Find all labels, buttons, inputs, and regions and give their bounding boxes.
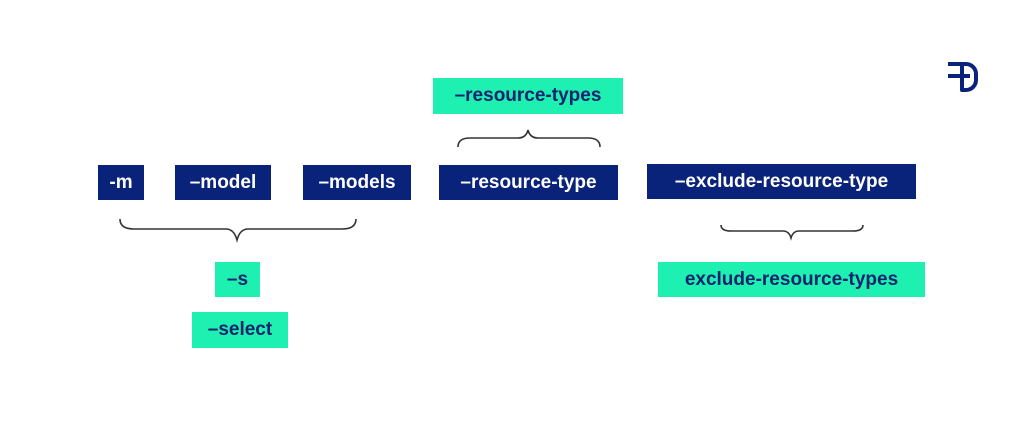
alias-resource-types: –resource-types (433, 78, 623, 114)
flag-model: –model (175, 165, 271, 200)
brace-model-group (119, 218, 357, 244)
flag-models: –models (303, 165, 411, 200)
alias-select: –select (192, 312, 288, 348)
alias-exclude-resource-types: exclude-resource-types (658, 262, 925, 297)
flag-exclude-resource-type: –exclude-resource-type (647, 164, 916, 199)
alias-s: –s (215, 262, 260, 297)
brace-resource-type (457, 129, 601, 148)
flag-m: -m (98, 165, 144, 200)
brace-exclude (720, 224, 864, 241)
flag-resource-type: –resource-type (439, 165, 618, 200)
brand-logo-icon (944, 54, 984, 96)
